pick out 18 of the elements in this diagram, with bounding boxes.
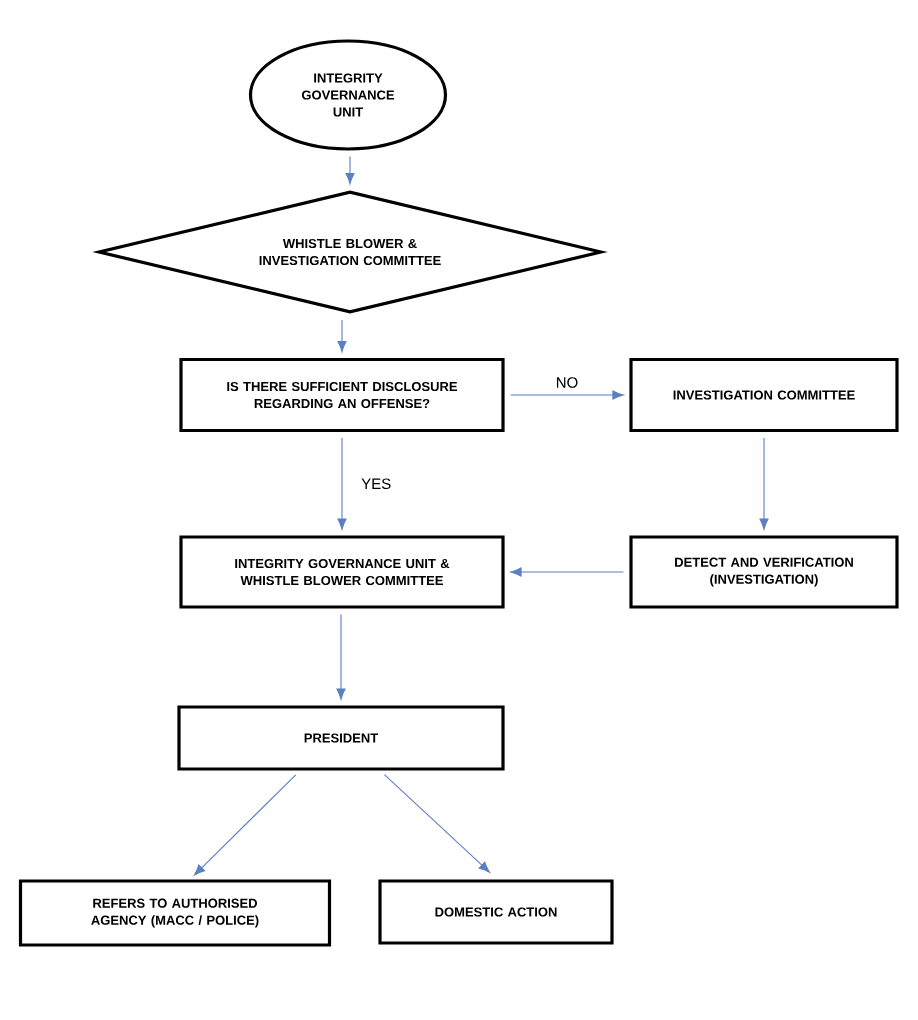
arrow bbox=[383, 774, 490, 873]
arrow bbox=[510, 390, 624, 400]
arrow bbox=[345, 156, 355, 185]
process-box: DETECT AND VERIFICATION (INVESTIGATION) bbox=[629, 535, 899, 609]
arrow bbox=[336, 614, 346, 700]
process-box: INVESTIGATION COMMITTEE bbox=[629, 357, 899, 433]
process-box: PRESIDENT bbox=[177, 705, 505, 771]
arrow bbox=[193, 774, 297, 876]
process-box: REFERS TO AUTHORISED AGENCY (MACC / POLICE) bbox=[18, 879, 332, 947]
arrow bbox=[337, 319, 347, 353]
edge-label: YES bbox=[360, 477, 393, 491]
arrow bbox=[510, 567, 624, 577]
process-box: INTEGRITY GOVERNANCE UNIT & WHISTLE BLOWER COMMITTEE bbox=[179, 535, 505, 609]
edge-label: NO bbox=[554, 376, 580, 389]
arrow bbox=[759, 437, 769, 530]
arrow bbox=[337, 437, 347, 530]
process-box: DOMESTIC ACTION bbox=[378, 879, 614, 945]
process-box: IS THERE SUFFICIENT DISCLOSURE REGARDING AN OFFENSE? bbox=[179, 357, 505, 433]
